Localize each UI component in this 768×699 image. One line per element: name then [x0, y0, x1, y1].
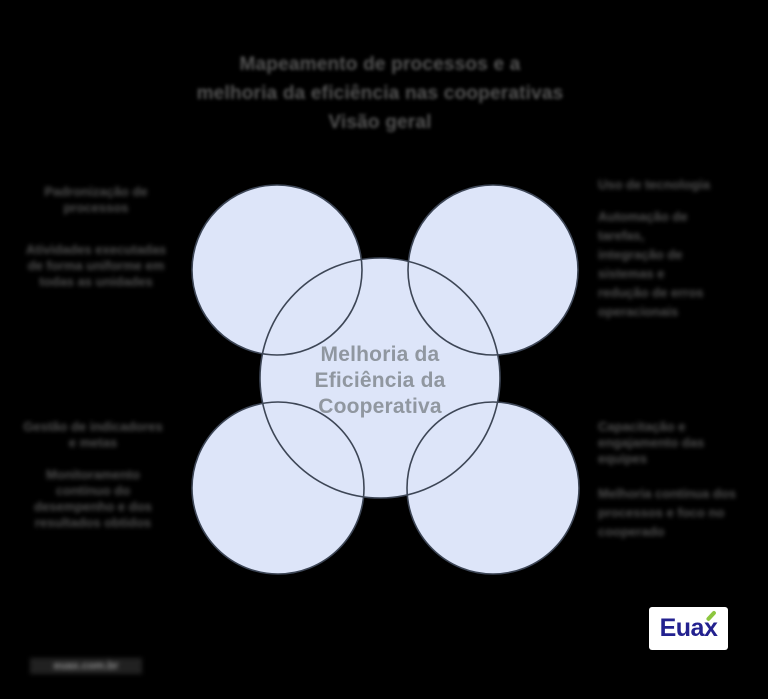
annotation-heading: Gestão de indicadores e metas — [23, 419, 163, 450]
annotation-top-left: Padronização de processos Atividades exe… — [22, 184, 170, 290]
footer-watermark: euax.com.br — [30, 658, 142, 674]
euax-logo: Euax — [649, 607, 728, 650]
circle-top-right-outline — [407, 184, 579, 356]
diagram-title: Mapeamento de processos e a melhoria da … — [0, 50, 760, 137]
circle-fills — [192, 185, 579, 574]
center-label: Melhoria da Eficiência da Cooperativa — [314, 343, 446, 418]
annotation-body: Atividades executadas de forma uniforme … — [25, 242, 167, 289]
annotation-heading: Capacitação e engajamento das equipes — [598, 419, 705, 466]
circle-bottom-left-outline — [191, 401, 365, 575]
logo-text-x: x — [703, 614, 718, 642]
circle-top-left-outline — [191, 184, 363, 356]
euax-logo-text: Euax — [659, 610, 718, 642]
annotation-body: Monitoramento contínuo do desempenho e d… — [34, 467, 152, 530]
circle-outlines — [191, 184, 580, 575]
annotation-heading: Uso de tecnologia — [598, 177, 710, 192]
annotation-body: Melhoria contínua dos processos e foco n… — [598, 486, 736, 539]
annotation-bottom-right: Capacitação e engajamento das equipes Me… — [598, 419, 736, 541]
annotation-bottom-left: Gestão de indicadores e metas Monitorame… — [22, 419, 164, 531]
circle-center-fill — [260, 258, 500, 498]
annotation-body: Automação de tarefas, integração de sist… — [598, 209, 704, 319]
circle-center-outline — [259, 257, 501, 499]
logo-text-main: Eua — [659, 614, 705, 642]
title-line-3: Visão geral — [328, 112, 432, 133]
annotation-heading: Padronização de processos — [44, 184, 148, 215]
annotation-top-right: Uso de tecnologia Automação de tarefas, … — [598, 177, 712, 321]
circle-bottom-right-outline — [406, 401, 580, 575]
title-line-1: Mapeamento de processos e a — [239, 54, 521, 75]
title-line-2: melhoria da eficiência nas cooperativas — [196, 83, 564, 104]
